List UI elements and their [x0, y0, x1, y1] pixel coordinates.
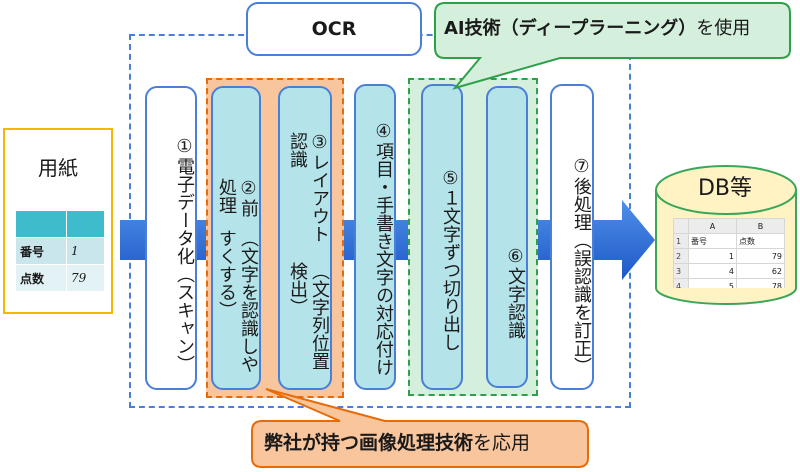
- step-6-recognition: ⑥文字認識: [486, 86, 528, 388]
- step-7-postprocess: ⑦後処理（誤認識を訂正）: [550, 84, 594, 390]
- paper-table: 番号 1 点数 79: [15, 210, 105, 292]
- paper-row: 番号 1: [15, 237, 105, 265]
- paper-title: 用紙: [38, 156, 78, 180]
- step-2-preprocess: ②前処理 （文字を認識しやすくする）: [211, 86, 261, 390]
- paper-row: 点数 79: [15, 264, 105, 292]
- db-row: 4 5 78: [673, 278, 785, 288]
- step-4-field-mapping: ④項目・手書き文字の対応付け: [354, 84, 396, 390]
- step-3-layout: ③レイアウト認識 （文字列位置検出）: [278, 86, 332, 390]
- ai-callout: [434, 2, 791, 90]
- db-title: DB等: [697, 176, 753, 201]
- ai-callout-bubble: [434, 2, 791, 90]
- db-col-header: B: [736, 218, 785, 234]
- ai-callout-text: AI技術（ディープラーニング）を使用: [444, 18, 751, 39]
- db-row: 1 番号 点数: [673, 233, 785, 249]
- paper-value: 1: [66, 237, 105, 265]
- image-processing-callout-bubble: [251, 388, 589, 468]
- db-col-header: A: [688, 218, 737, 234]
- image-processing-callout: [251, 388, 589, 468]
- db-row: 2 1 79: [673, 248, 785, 264]
- paper-key: 番号: [15, 237, 67, 265]
- step-5-segmentation: ⑤１文字ずつ切り出し: [421, 84, 463, 390]
- step-1-digitize: ①電子データ化（スキャン）: [145, 86, 197, 390]
- ocr-label: OCR: [246, 2, 422, 56]
- paper-value: 79: [66, 264, 105, 292]
- image-processing-callout-text: 弊社が持つ画像処理技術を応用: [264, 432, 531, 454]
- paper-key: 点数: [15, 264, 67, 292]
- db-row: 3 4 62: [673, 263, 785, 279]
- db-spreadsheet: A B 1 番号 点数 2 1 79 3 4 62 4 5 78: [670, 214, 788, 288]
- paper-form: 用紙 番号 1 点数 79: [3, 128, 113, 314]
